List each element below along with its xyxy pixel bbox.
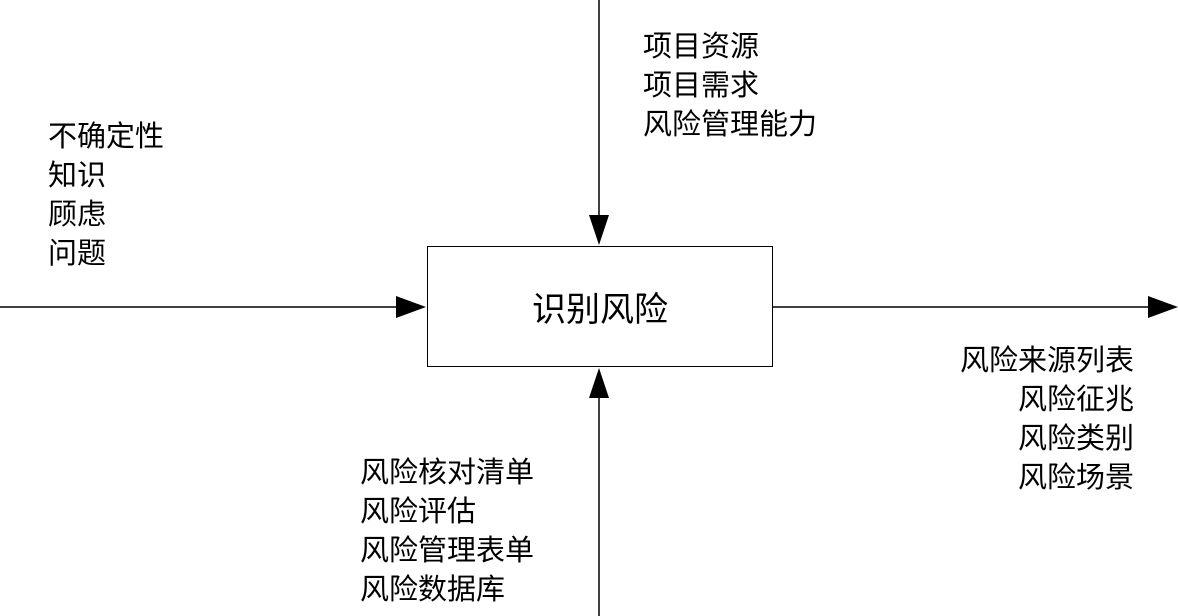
mechanism-label: 风险评估 bbox=[360, 494, 477, 528]
input-label: 问题 bbox=[48, 236, 107, 270]
mechanism-arrow bbox=[589, 368, 609, 616]
mechanism-labels: 风险核对清单 风险评估 风险管理表单 风险数据库 bbox=[360, 453, 534, 609]
process-title: 识别风险 bbox=[532, 290, 668, 330]
mechanism-label: 风险核对清单 bbox=[360, 455, 535, 489]
output-label: 风险征兆 bbox=[1017, 382, 1134, 416]
output-label: 风险来源列表 bbox=[959, 343, 1134, 377]
output-labels: 风险来源列表 风险征兆 风险类别 风险场景 bbox=[960, 341, 1134, 497]
control-label: 项目资源 bbox=[643, 29, 760, 63]
input-labels: 不确定性 知识 顾虑 问题 bbox=[48, 117, 164, 273]
control-label: 项目需求 bbox=[643, 68, 760, 102]
process-box: 识别风险 bbox=[427, 246, 773, 367]
output-label: 风险类别 bbox=[1017, 421, 1134, 455]
output-label: 风险场景 bbox=[1017, 460, 1134, 494]
input-label: 顾虑 bbox=[48, 197, 107, 231]
input-label: 知识 bbox=[48, 158, 107, 192]
output-arrow bbox=[773, 296, 1178, 318]
input-label: 不确定性 bbox=[48, 119, 165, 153]
control-label: 风险管理能力 bbox=[643, 107, 818, 141]
mechanism-label: 风险数据库 bbox=[360, 572, 506, 606]
control-arrow bbox=[589, 0, 609, 245]
control-labels: 项目资源 项目需求 风险管理能力 bbox=[643, 27, 817, 144]
mechanism-label: 风险管理表单 bbox=[360, 533, 535, 567]
input-arrow bbox=[0, 296, 426, 318]
